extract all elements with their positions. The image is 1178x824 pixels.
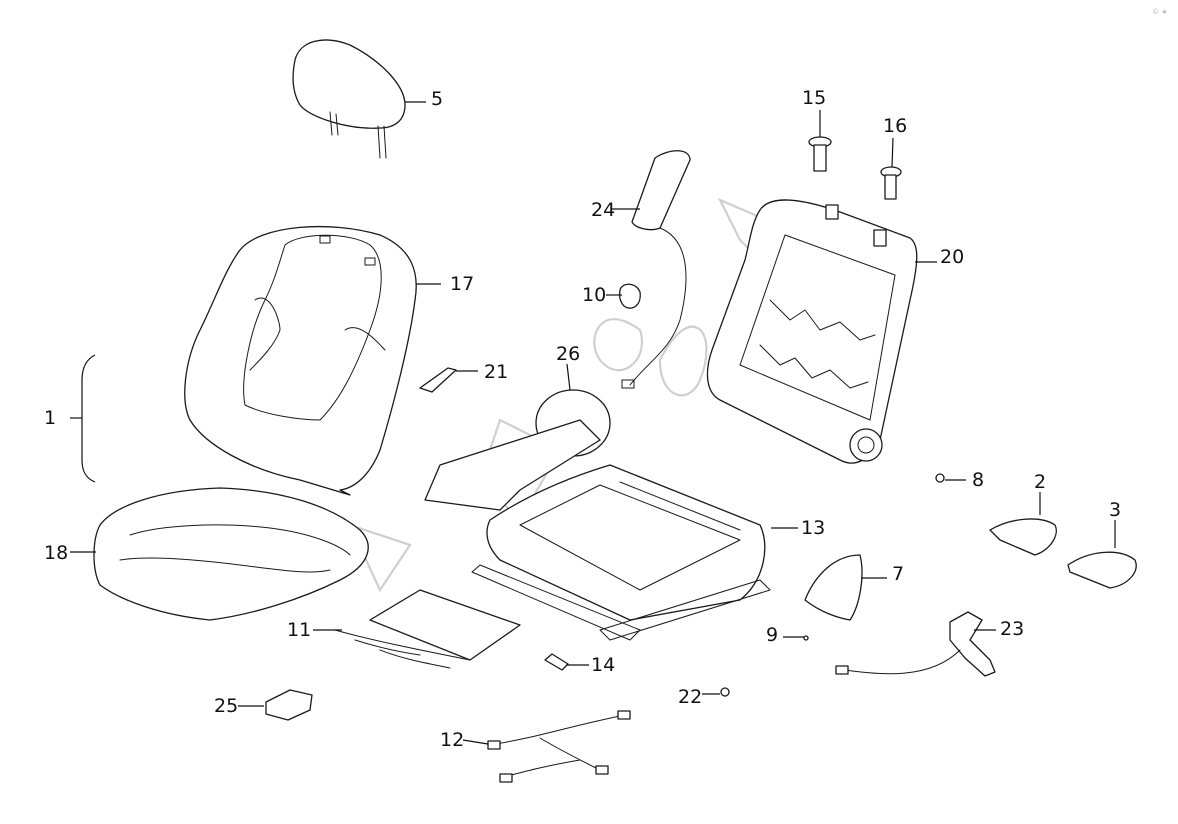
seat-cushion-cover-part	[93, 487, 369, 621]
callout-5: 5	[431, 88, 443, 110]
trim-cover-part-2	[989, 518, 1057, 556]
assembly-bracket	[70, 354, 96, 483]
callout-2: 2	[1034, 471, 1046, 493]
leader-lines	[70, 101, 1116, 745]
screw-part-9	[803, 635, 809, 641]
callout-3: 3	[1109, 499, 1121, 521]
callout-1: 1	[44, 407, 56, 429]
side-airbag-part	[621, 150, 691, 389]
callout-24: 24	[591, 199, 615, 221]
callout-18: 18	[44, 542, 68, 564]
callout-21: 21	[484, 361, 508, 383]
callout-9: 9	[766, 624, 778, 646]
clip-part-14	[544, 653, 569, 671]
trim-clip-part	[419, 367, 457, 393]
headrest-part	[292, 39, 406, 159]
callout-16: 16	[883, 115, 907, 137]
trim-cover-part-3	[1067, 551, 1137, 589]
callout-labels: 1 2 3 5 7 8 9 10 11 12 13 14 15 16 17 18…	[44, 87, 1121, 751]
headrest-guide-part-15	[808, 136, 832, 172]
corner-mark: © ★	[1152, 8, 1168, 16]
callout-11: 11	[287, 619, 311, 641]
lumbar-knob-part	[618, 283, 641, 309]
seatback-cover-part	[184, 225, 417, 496]
headrest-guide-part-16	[880, 166, 902, 200]
seatbelt-buckle-part	[835, 611, 996, 677]
callout-8: 8	[972, 469, 984, 491]
callout-25: 25	[214, 695, 238, 717]
callout-20: 20	[940, 246, 964, 268]
callout-23: 23	[1000, 618, 1024, 640]
callout-15: 15	[802, 87, 826, 109]
seat-frame-part	[424, 419, 771, 641]
callout-26: 26	[556, 343, 580, 365]
nut-part-22	[720, 687, 730, 697]
callout-7: 7	[892, 563, 904, 585]
wire-harness-part	[487, 710, 631, 783]
module-part-25	[265, 689, 313, 721]
callout-12: 12	[440, 729, 464, 751]
callout-14: 14	[591, 654, 615, 676]
callout-13: 13	[801, 517, 825, 539]
callout-22: 22	[678, 686, 702, 708]
callout-10: 10	[582, 284, 606, 306]
seatback-frame-part	[706, 199, 918, 464]
side-shield-part	[804, 554, 863, 621]
callout-17: 17	[450, 273, 474, 295]
seat-mat-part	[334, 589, 521, 669]
bolt-part-8	[935, 473, 945, 483]
